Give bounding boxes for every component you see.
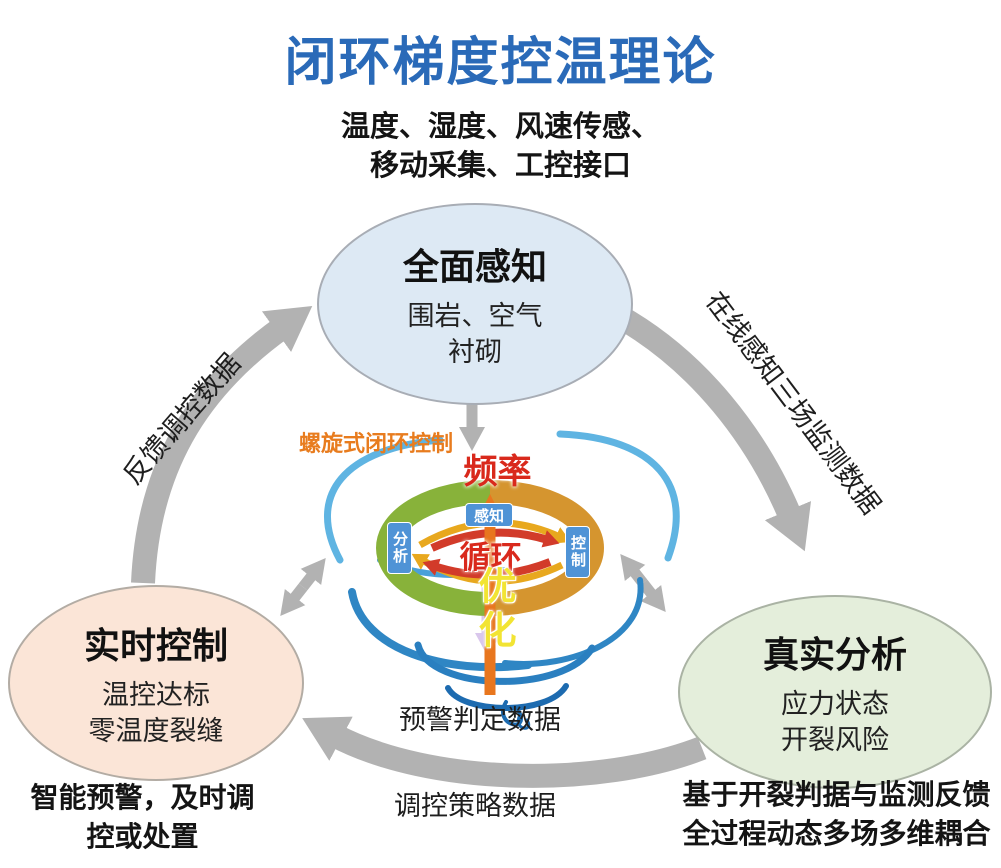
note-right-line1: 基于开裂判据与监测反馈: [682, 779, 991, 810]
page-title: 闭环梯度控温理论: [284, 34, 717, 92]
node-analysis-line2: 开裂风险: [781, 725, 889, 755]
strategy-arrow: [302, 716, 707, 788]
cycle-label: 循环: [459, 540, 522, 575]
monitoring-arrow: [615, 307, 812, 552]
node-realtime-control-line2: 零温度裂缝: [88, 716, 224, 746]
optimize-label: 优化: [472, 566, 514, 654]
note-right-line2: 全过程动态多场多维耦合: [682, 818, 991, 849]
ring-tag-analyze: 分析: [388, 523, 411, 573]
node-analysis: 真实分析 应力状态 开裂风险: [678, 595, 992, 789]
sensor-caption-line2: 移动采集、工控接口: [369, 150, 631, 182]
ring-tag-control: 控制: [566, 527, 589, 577]
frequency-label: 频率: [463, 453, 532, 491]
sensor-caption-line1: 温度、湿度、风速传感、: [340, 111, 660, 143]
sensor-caption: 温度、湿度、风速传感、 移动采集、工控接口: [0, 108, 1001, 186]
node-perception-line2: 衬砌: [448, 337, 502, 367]
node-analysis-line1: 应力状态: [781, 689, 889, 719]
left-double-arrow: [280, 558, 326, 616]
node-perception-title: 全面感知: [402, 246, 547, 287]
note-left-line1: 智能预警，及时调: [30, 782, 255, 813]
note-left-line2: 控或处置: [86, 821, 199, 852]
node-realtime-control-title: 实时控制: [83, 625, 228, 666]
node-realtime-control: 实时控制 温控达标 零温度裂缝: [8, 585, 304, 781]
node-perception-line1: 围岩、空气: [407, 301, 543, 331]
feedback-arrow: [131, 306, 313, 584]
flow-label-strategy: 调控策略数据: [394, 791, 556, 821]
node-perception: 全面感知 围岩、空气 衬砌: [317, 203, 633, 405]
note-left: 智能预警，及时调 控或处置: [5, 778, 280, 856]
spiral-control-label: 螺旋式闭环控制: [299, 431, 454, 456]
node-realtime-control-line1: 温控达标: [102, 680, 210, 710]
node-analysis-title: 真实分析: [762, 634, 907, 675]
ring-tag-perceive: 感知: [466, 504, 512, 526]
ring-orange-half: [489, 480, 604, 616]
flow-label-warning: 预警判定数据: [399, 705, 561, 735]
note-right: 基于开裂判据与监测反馈 全过程动态多场多维耦合: [672, 775, 1001, 853]
